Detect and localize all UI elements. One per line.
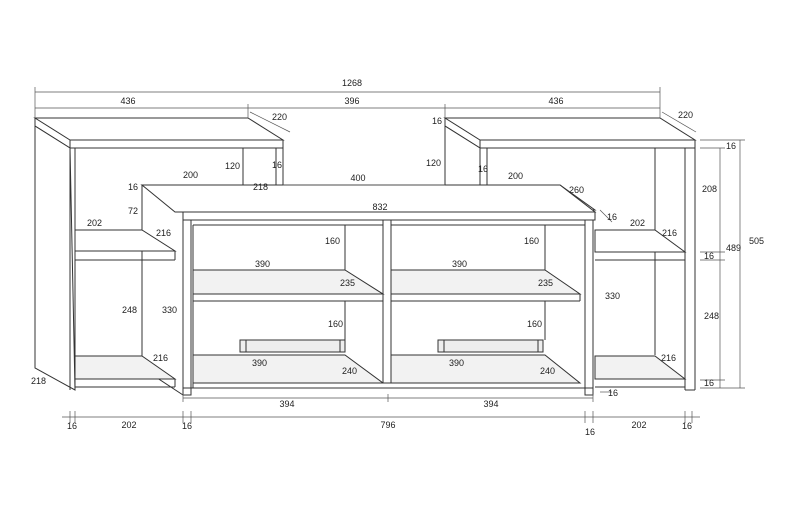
dim-left-riser-height: 120 [225, 161, 240, 171]
dim-right-top-depth: 220 [678, 110, 693, 120]
dim-left-height-72: 72 [128, 206, 138, 216]
dim-center-top-width: 832 [372, 202, 387, 212]
dim-right-505: 505 [749, 236, 764, 246]
dim-right-mid-width: 200 [508, 171, 523, 181]
dim-right-489: 489 [726, 243, 741, 253]
dim-center-top-thickness: 16 [607, 212, 617, 222]
dim-middle-bridge: 400 [350, 173, 365, 183]
dim-door-left-width: 394 [279, 399, 294, 409]
dim-right-shelf-depth: 216 [662, 228, 677, 238]
dim-right-208: 208 [702, 184, 717, 194]
dim-b-16-3: 16 [585, 427, 595, 437]
dim-c2-drawer-depth: 240 [540, 366, 555, 376]
left-side-shelves [74, 229, 177, 388]
dim-b-202-1: 202 [121, 420, 136, 430]
dim-b-16-1: 16 [67, 421, 77, 431]
dim-middle-gap: 396 [344, 96, 359, 106]
dim-c2-shelf-width: 390 [452, 259, 467, 269]
dim-right-shelf-width: 202 [630, 218, 645, 228]
dim-center-height: 330 [162, 305, 177, 315]
dim-right-16-a: 16 [726, 141, 736, 151]
dim-b-16-2: 16 [182, 421, 192, 431]
dim-left-bottom-depth: 216 [153, 353, 168, 363]
dim-c1-shelf-depth: 235 [340, 278, 355, 288]
dim-right-bottom-depth: 216 [661, 353, 676, 363]
dim-right-mid-depth: 260 [569, 185, 584, 195]
dim-c1-shelf-width: 390 [255, 259, 270, 269]
dim-c2-shelf-depth: 235 [538, 278, 553, 288]
dim-right-16-b: 16 [704, 251, 714, 261]
right-side-shelves [594, 229, 687, 388]
dim-left-lower-height: 248 [122, 305, 137, 315]
dim-left-board: 16 [128, 182, 138, 192]
central-cabinet [140, 184, 597, 396]
dim-left-top-thickness: 16 [272, 160, 282, 170]
dim-right-riser-thickness: 16 [478, 164, 488, 174]
drawer-handle-right [437, 339, 544, 353]
dim-bottom-16-c: 16 [608, 388, 618, 398]
dim-c2-drawer-width: 390 [449, 358, 464, 368]
left-upper-unit [33, 117, 285, 391]
dim-right-lower-height: 248 [704, 311, 719, 321]
drawer-handle-left [239, 339, 346, 353]
dim-b-796: 796 [380, 420, 395, 430]
dim-c1-drawer-width: 390 [252, 358, 267, 368]
dim-right-riser-height: 120 [426, 158, 441, 168]
dim-door-right-width: 394 [483, 399, 498, 409]
dim-right-16-c: 16 [704, 378, 714, 388]
dim-right-center-height: 330 [605, 291, 620, 301]
dim-c2-lower: 160 [527, 319, 542, 329]
dim-c1-lower: 160 [328, 319, 343, 329]
dim-c2-top: 160 [524, 236, 539, 246]
dim-left-shelf-width: 202 [87, 218, 102, 228]
dim-left-mid-width: 200 [183, 170, 198, 180]
dim-b-202-2: 202 [631, 420, 646, 430]
dim-left-top-depth: 220 [272, 112, 287, 122]
dimension-lines [34, 87, 745, 423]
dim-left-shelf-depth: 216 [156, 228, 171, 238]
dim-left-top-width: 436 [120, 96, 135, 106]
dim-left-riser-depth: 218 [253, 182, 268, 192]
dim-c1-drawer-depth: 240 [342, 366, 357, 376]
dim-right-top-width: 436 [548, 96, 563, 106]
dim-b-16-4: 16 [682, 421, 692, 431]
dim-right-top-offset: 16 [432, 116, 442, 126]
dimension-labels: 1268 436 396 436 220 220 16 120 16 218 1… [31, 78, 764, 437]
dim-left-side-depth: 218 [31, 376, 46, 386]
dim-overall-width: 1268 [342, 78, 362, 88]
dim-c1-top: 160 [325, 236, 340, 246]
